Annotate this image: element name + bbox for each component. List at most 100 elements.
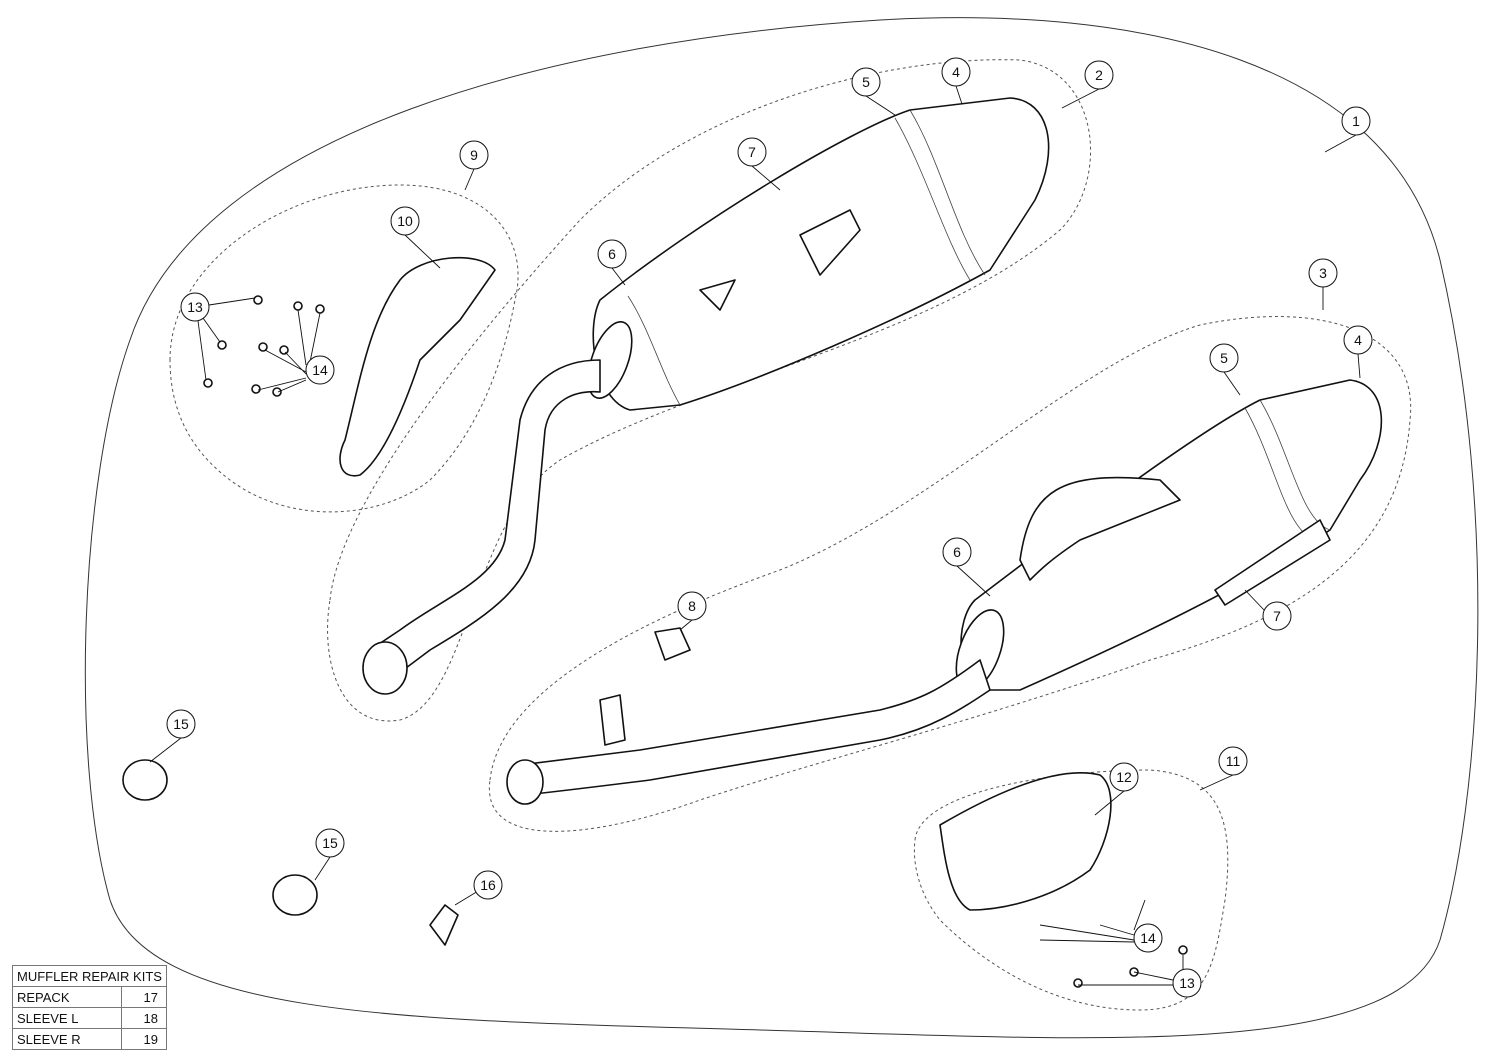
- callout-circle: [1308, 258, 1338, 288]
- callout-circle: [1084, 60, 1114, 90]
- callout-circle: [1133, 923, 1163, 953]
- callout-circle: [942, 537, 972, 567]
- callout-number: 14: [312, 362, 328, 378]
- callout-16: 16: [473, 870, 503, 900]
- clamp-15a: [122, 759, 168, 801]
- callout-4: 4: [1343, 325, 1373, 355]
- left-heat-shield: [339, 256, 496, 477]
- callout-number: 3: [1319, 265, 1327, 281]
- left-muffler-group-boundary: [327, 59, 1092, 722]
- complete-system-boundary: [84, 17, 1479, 1039]
- callout-number: 5: [1220, 350, 1228, 366]
- callout-15: 15: [315, 828, 345, 858]
- callout-number: 6: [953, 544, 961, 560]
- callout-14: 14: [305, 355, 335, 385]
- callout-3: 3: [1308, 258, 1338, 288]
- callout-6: 6: [597, 239, 627, 269]
- callout-number: 4: [1354, 332, 1362, 348]
- callout-number: 13: [1179, 975, 1195, 991]
- callout-circle: [1262, 601, 1292, 631]
- callout-circle: [737, 137, 767, 167]
- callout-circle: [459, 140, 489, 170]
- callout-8: 8: [677, 591, 707, 621]
- screws-13-right: [1073, 945, 1188, 988]
- callout-5: 5: [851, 67, 881, 97]
- left-muffler: [587, 97, 1050, 411]
- callout-circle: [1109, 762, 1139, 792]
- callout-circle: [1209, 343, 1239, 373]
- callout-10: 10: [390, 206, 420, 236]
- callout-5: 5: [1209, 343, 1239, 373]
- callout-circle: [1343, 325, 1373, 355]
- right-muffler: [955, 379, 1383, 691]
- callout-number: 7: [1273, 608, 1281, 624]
- callout-number: 6: [608, 246, 616, 262]
- callout-14: 14: [1133, 923, 1163, 953]
- right-link-pipe: [506, 659, 991, 805]
- brand-logo-badge: [1214, 519, 1331, 606]
- callout-number: 9: [470, 147, 478, 163]
- callout-number: 16: [480, 877, 496, 893]
- right-muffler-group-boundary: [488, 316, 1412, 832]
- kit-number: 17: [120, 986, 167, 1008]
- leader-lines: [149, 85, 1361, 986]
- callout-number: 2: [1095, 67, 1103, 83]
- kit-number: 19: [120, 1028, 167, 1050]
- spacer-8: [654, 627, 691, 661]
- callout-circle: [166, 709, 196, 739]
- callout-number: 10: [397, 213, 413, 229]
- kit-name: SLEEVE L: [12, 1007, 122, 1029]
- kit-name: REPACK: [12, 986, 122, 1008]
- callout-circle: [851, 67, 881, 97]
- clamp-15b: [272, 874, 318, 916]
- callout-15: 15: [166, 709, 196, 739]
- callout-circle: [390, 206, 420, 236]
- callout-circle: [1341, 106, 1371, 136]
- callout-circle: [315, 828, 345, 858]
- callout-number: 11: [1226, 753, 1241, 769]
- callout-13: 13: [180, 292, 210, 322]
- callout-number: 8: [688, 598, 696, 614]
- sensor-plug-16: [429, 904, 459, 946]
- callout-13: 13: [1172, 968, 1202, 998]
- screws-13-left: [203, 295, 263, 388]
- callout-number: 15: [173, 716, 189, 732]
- callout-7: 7: [737, 137, 767, 167]
- callout-number: 15: [322, 835, 338, 851]
- callout-circle: [941, 57, 971, 87]
- callout-number: 7: [748, 144, 756, 160]
- table-title: MUFFLER REPAIR KITS: [12, 965, 167, 987]
- callout-number: 12: [1116, 769, 1132, 785]
- callout-11: 11: [1218, 746, 1248, 776]
- callout-7: 7: [1262, 601, 1292, 631]
- callout-6: 6: [942, 537, 972, 567]
- callout-number: 4: [952, 64, 960, 80]
- callout-circle: [1172, 968, 1202, 998]
- callout-circle: [473, 870, 503, 900]
- callout-circle: [180, 292, 210, 322]
- washers-14-left: [251, 301, 325, 397]
- callout-9: 9: [459, 140, 489, 170]
- callout-4: 4: [941, 57, 971, 87]
- kit-number: 18: [120, 1007, 167, 1029]
- callout-circle: [1218, 746, 1248, 776]
- callout-1: 1: [1341, 106, 1371, 136]
- kit-name: SLEEVE R: [12, 1028, 122, 1050]
- callout-number: 5: [862, 74, 870, 90]
- left-link-pipe: [362, 359, 601, 695]
- callout-number: 13: [187, 299, 203, 315]
- left-heat-shield-group-boundary: [169, 184, 519, 513]
- right-heat-shield: [939, 771, 1112, 911]
- callout-2: 2: [1084, 60, 1114, 90]
- callout-circle: [597, 239, 627, 269]
- callout-number: 14: [1140, 930, 1156, 946]
- table-header-row: MUFFLER REPAIR KITS: [12, 965, 167, 987]
- callout-circle: [677, 591, 707, 621]
- callout-number: 1: [1352, 113, 1360, 129]
- callout-circle: [305, 355, 335, 385]
